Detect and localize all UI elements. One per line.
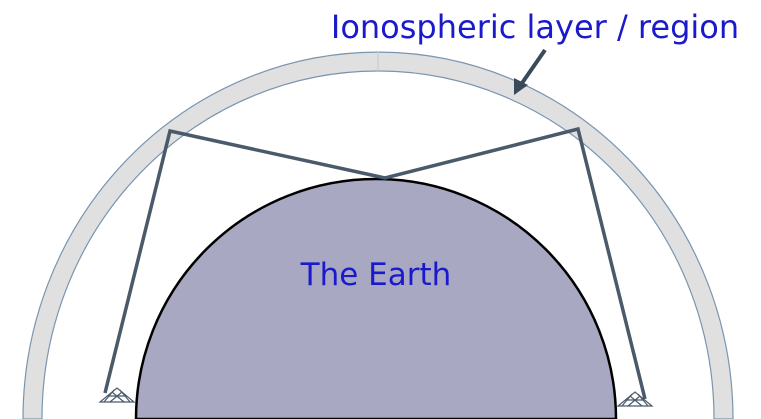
ionosphere-band xyxy=(22,51,734,419)
earth-label: The Earth xyxy=(300,257,452,293)
ray-paths xyxy=(103,126,647,400)
ionosphere-layer xyxy=(22,51,734,419)
earth xyxy=(134,177,618,419)
ionosphere-label: Ionospheric layer / region xyxy=(331,8,739,46)
earth-shape xyxy=(134,177,618,419)
ionosphere-pointer-arrow xyxy=(514,48,547,95)
transmitter-antenna-icon xyxy=(98,387,136,403)
receiver-antenna-icon xyxy=(616,391,654,407)
ray-path-left xyxy=(103,126,647,400)
